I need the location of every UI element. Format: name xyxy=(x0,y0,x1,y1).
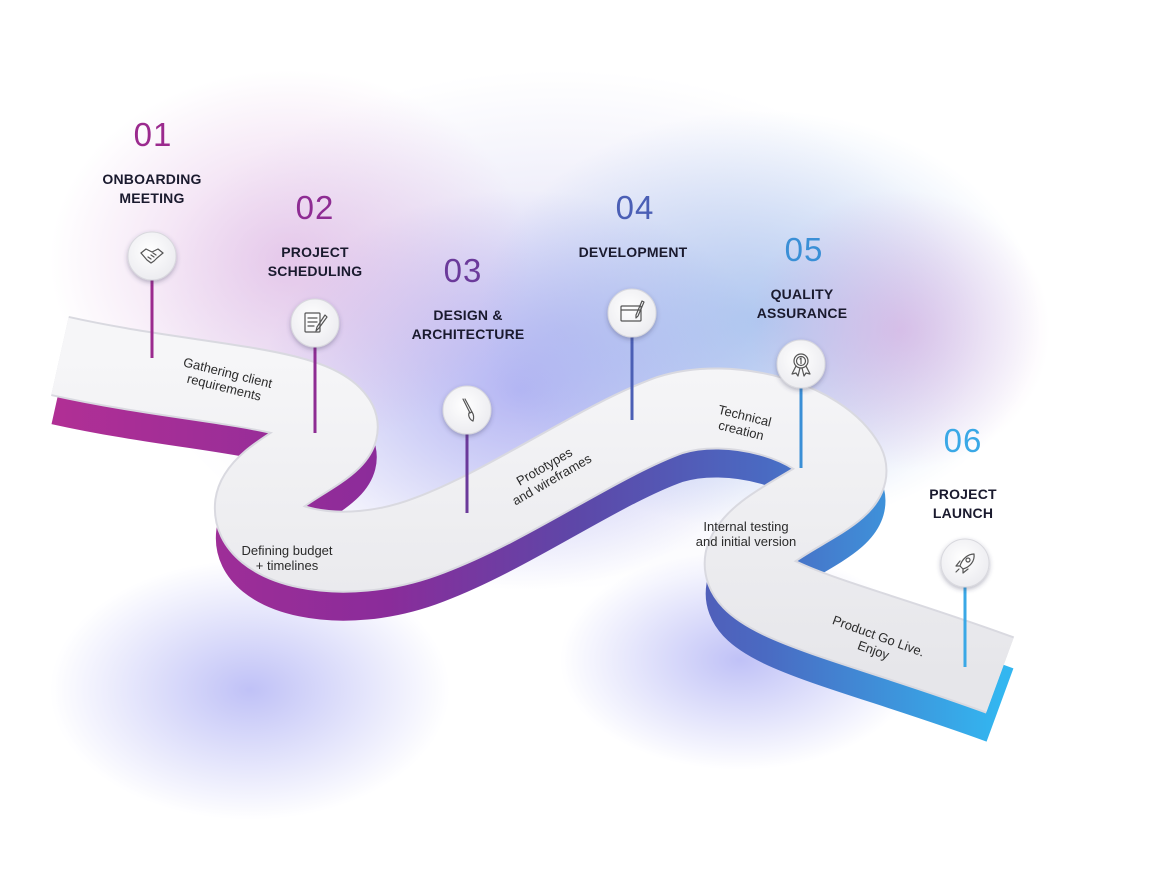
step-title-03-line1: DESIGN & xyxy=(433,307,503,323)
step-title-01: ONBOARDING MEETING xyxy=(67,170,237,208)
step-title-03: DESIGN & ARCHITECTURE xyxy=(383,306,553,344)
milestone-pins xyxy=(127,231,990,667)
step-title-06-line1: PROJECT xyxy=(929,486,997,502)
road-surface xyxy=(51,315,1015,714)
step-number-03: 03 xyxy=(443,252,483,289)
step-number-01: 01 xyxy=(133,116,173,153)
step-title-05-line2: ASSURANCE xyxy=(756,305,848,321)
browser-pen-icon xyxy=(620,300,645,322)
step-title-01-line2: MEETING xyxy=(119,190,185,206)
step-number-05: 05 xyxy=(784,231,824,268)
step-title-06: PROJECT LAUNCH xyxy=(878,485,1048,523)
road-label-05: Internal testing and initial version xyxy=(695,519,797,549)
step-title-03-line2: ARCHITECTURE xyxy=(411,326,525,342)
step-title-04-line1: DEVELOPMENT xyxy=(578,244,688,260)
step-title-06-line2: LAUNCH xyxy=(932,505,994,521)
step-title-02-line1: PROJECT xyxy=(281,244,349,260)
paintbrush-icon xyxy=(462,398,475,422)
rocket-icon xyxy=(955,553,975,574)
pin-circle-03 xyxy=(442,385,492,435)
step-title-05: QUALITY ASSURANCE xyxy=(717,285,887,323)
step-title-02-line2: SCHEDULING xyxy=(267,263,363,279)
pin-circle-02 xyxy=(290,298,340,348)
award-badge-icon xyxy=(791,353,811,377)
step-number-04: 04 xyxy=(615,189,655,226)
step-number-06: 06 xyxy=(943,422,983,459)
pin-circle-06 xyxy=(940,538,990,588)
road-label-02: Defining budget + timelines xyxy=(241,543,333,573)
step-title-05-line1: QUALITY xyxy=(770,286,834,302)
step-title-02: PROJECT SCHEDULING xyxy=(230,243,400,281)
document-pen-icon xyxy=(304,312,328,333)
handshake-icon xyxy=(140,248,164,264)
step-number-02: 02 xyxy=(295,189,335,226)
pin-circle-04 xyxy=(607,288,657,338)
step-title-01-line1: ONBOARDING xyxy=(102,171,202,187)
step-title-04: DEVELOPMENT xyxy=(548,243,718,262)
